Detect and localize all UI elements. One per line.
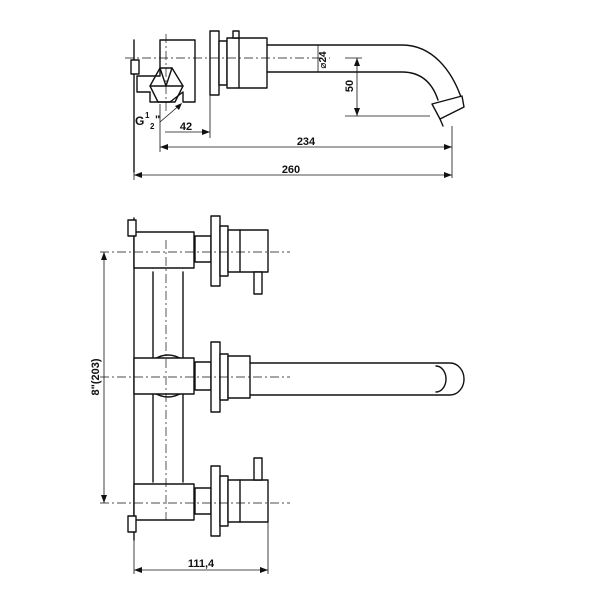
arrow xyxy=(134,172,142,178)
arrow xyxy=(101,495,107,503)
spout xyxy=(266,44,463,101)
cavity-line xyxy=(165,67,173,87)
side-view: ⌀24 50 G 1 2 " 42 234 xyxy=(125,30,465,180)
flange-collar xyxy=(219,475,229,527)
spout xyxy=(249,362,465,396)
dim-label-height: 8"(203) xyxy=(90,358,102,395)
arrow xyxy=(444,172,452,178)
valve-block-top xyxy=(133,231,195,269)
handle-stem xyxy=(194,235,212,263)
wall-flange xyxy=(209,30,220,96)
thread-letter: G xyxy=(135,114,144,128)
mounting-stub xyxy=(127,219,137,237)
spout-outlet xyxy=(435,365,447,393)
dim-label-width: 111,4 xyxy=(188,558,215,570)
handle-cap xyxy=(232,30,240,39)
dim-label-234: 234 xyxy=(297,136,316,148)
arrow xyxy=(354,58,360,66)
handle-lever xyxy=(253,271,263,295)
wall-flange xyxy=(210,465,221,537)
arrow xyxy=(175,103,182,110)
thread-unit: " xyxy=(155,114,160,126)
arrow xyxy=(260,567,268,573)
handle-body xyxy=(226,37,268,89)
arrow xyxy=(134,567,142,573)
wall-flange xyxy=(210,215,221,287)
front-view: 8"(203) 111,4 xyxy=(90,215,465,574)
thread-label: G 1 2 " xyxy=(135,103,182,131)
aerator xyxy=(439,118,444,127)
dim-label-50: 50 xyxy=(344,80,356,92)
mounting-stub xyxy=(130,59,140,75)
handle-body xyxy=(227,479,269,523)
dim-label-42: 42 xyxy=(180,121,192,133)
arrow xyxy=(101,252,107,260)
dim-label-260: 260 xyxy=(282,164,300,176)
mounting-stub xyxy=(127,515,137,533)
valve-block-middle xyxy=(133,357,195,395)
valve-block-bottom xyxy=(133,483,195,521)
flange-collar xyxy=(218,40,228,86)
spout-tip xyxy=(431,95,465,120)
dim-label-24: ⌀24 xyxy=(318,51,329,69)
spout-stem xyxy=(194,361,212,391)
thread-numerator: 1 xyxy=(145,111,150,120)
arrow xyxy=(354,108,360,116)
handle-lever xyxy=(253,457,263,481)
cavity-line xyxy=(159,67,167,87)
handle-body xyxy=(227,229,269,273)
thread-denominator: 2 xyxy=(150,122,155,131)
arrow xyxy=(202,129,210,135)
arrow xyxy=(160,144,168,150)
flange-collar xyxy=(219,225,229,277)
arrow xyxy=(444,144,452,150)
handle-stem xyxy=(194,487,212,515)
